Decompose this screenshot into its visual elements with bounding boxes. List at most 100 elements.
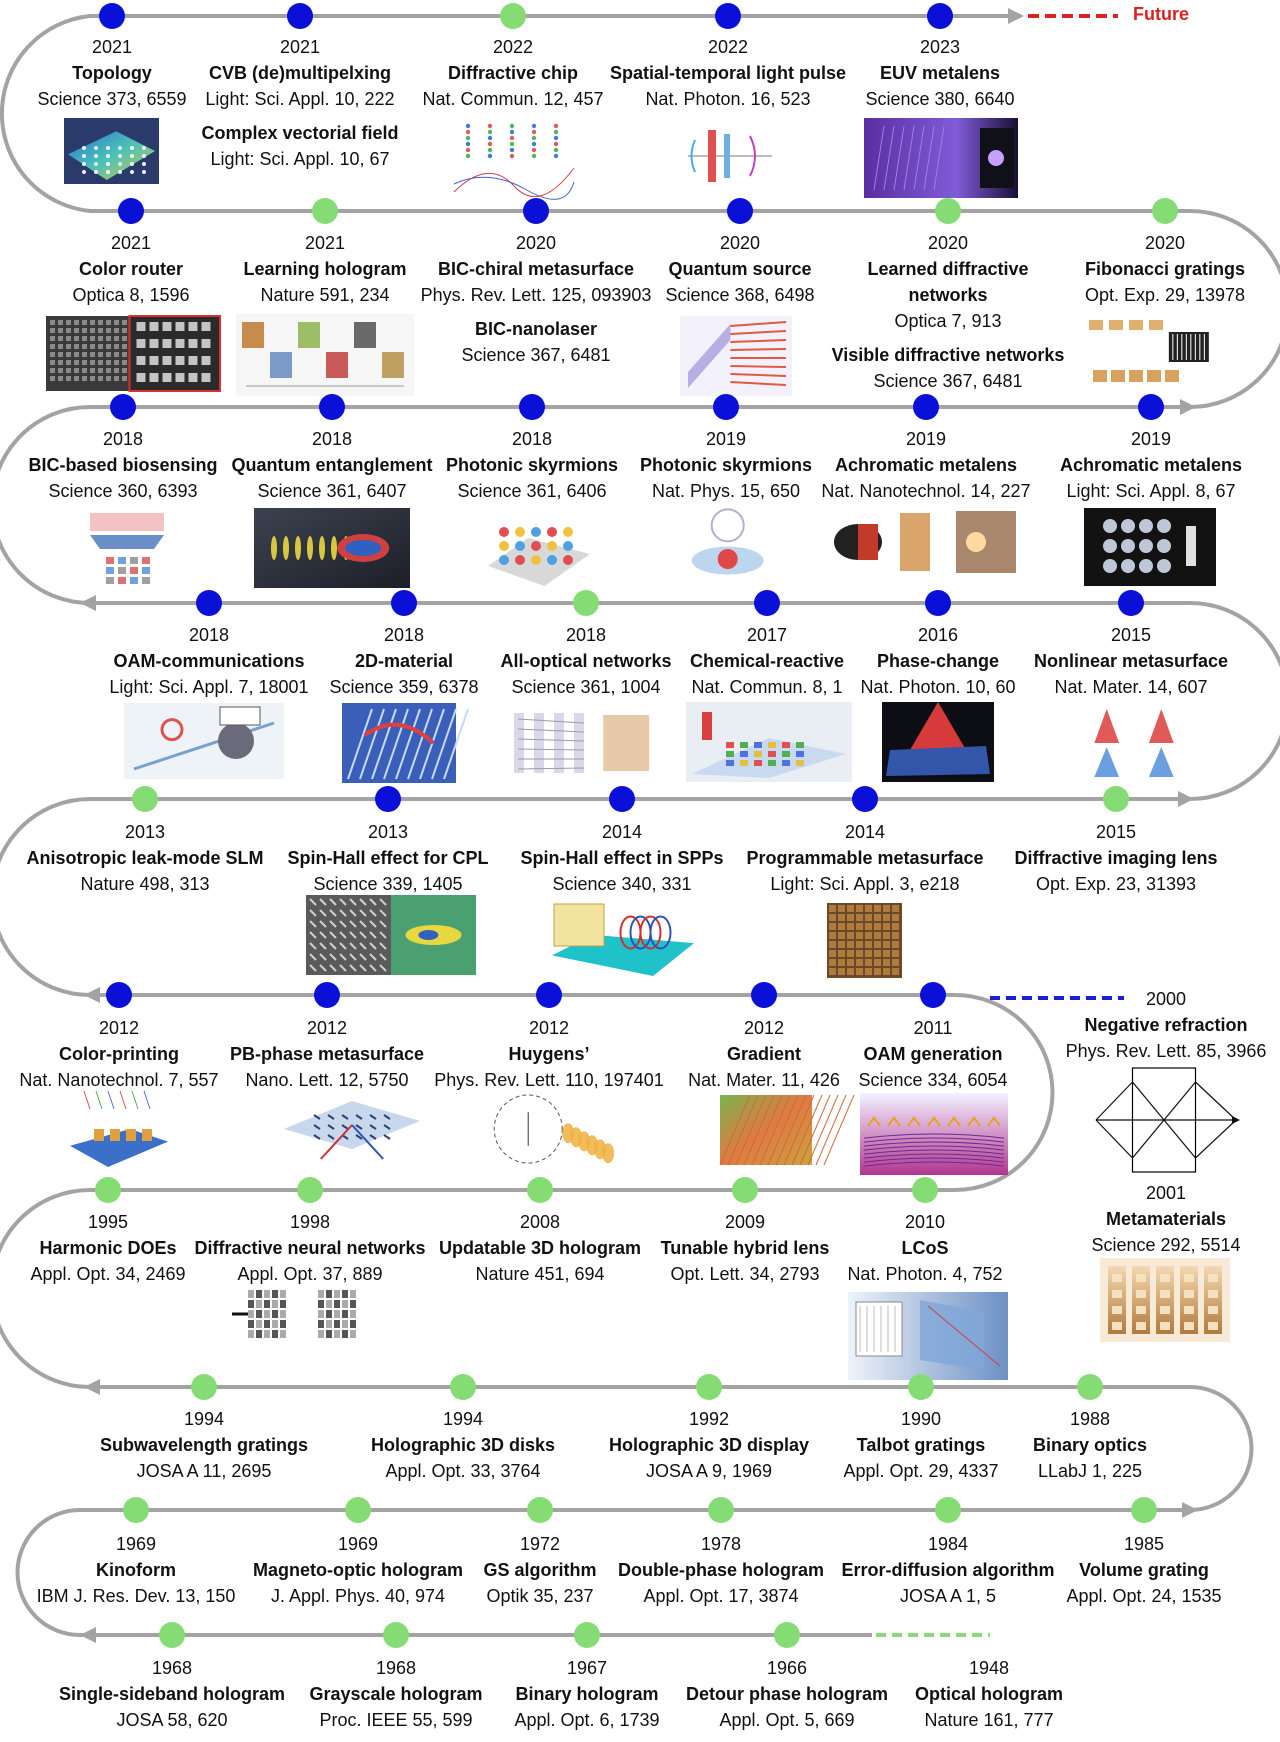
- track-arrow-row-2: [1180, 399, 1196, 415]
- event-title: LCoS: [901, 1238, 949, 1258]
- timeline-node-1969-8-1: [345, 1497, 371, 1523]
- event-year: 2015: [1110, 625, 1152, 645]
- event-ref: Nature 498, 313: [80, 874, 210, 894]
- event-ref: LLabJ 1, 225: [1037, 1461, 1143, 1481]
- timeline-node-1992-7-2: [696, 1374, 722, 1400]
- event-ref: Nat. Commun. 12, 457: [422, 89, 604, 109]
- event-ref: Nat. Mater. 11, 426: [688, 1070, 840, 1090]
- timeline-node-2018-3-2: [573, 590, 599, 616]
- event-title: Nonlinear metasurface: [1033, 651, 1229, 671]
- nonlinear-image: [1072, 703, 1196, 783]
- event-title: Spin-Hall effect in SPPs: [520, 848, 724, 868]
- event-year: 1994: [183, 1409, 225, 1429]
- event-year: 2009: [724, 1212, 766, 1232]
- event-ref: Appl. Opt. 5, 669: [719, 1710, 855, 1730]
- event-ref: Nat. Photon. 16, 523: [645, 89, 811, 109]
- event-year: 2008: [519, 1212, 561, 1232]
- timeline-node-2019-2-4: [913, 394, 939, 420]
- event-ref: Nature 591, 234: [260, 285, 390, 305]
- timeline-node-2020-1-2: [523, 198, 549, 224]
- event-title: EUV metalens: [879, 63, 1001, 83]
- event-year: 1968: [375, 1658, 417, 1678]
- event-title: Achromatic metalens: [1059, 455, 1243, 475]
- light-pulse-image: [680, 122, 780, 190]
- event-ref: Phys. Rev. Lett. 85, 3966: [1065, 1041, 1267, 1061]
- event-year: 2013: [367, 822, 409, 842]
- skyrmions-image-1: [484, 510, 594, 590]
- color-router-image: [46, 315, 221, 392]
- event-title: All-optical networks: [500, 651, 672, 671]
- oam-comm-image: [124, 703, 284, 779]
- event-ref: Appl. Opt. 37, 889: [237, 1264, 383, 1284]
- timeline-node-1984-8-4: [935, 1497, 961, 1523]
- future-label: Future: [1133, 4, 1189, 24]
- event-ref: Nature 161, 777: [924, 1710, 1054, 1730]
- event-title-2: Visible diffractive networks: [831, 345, 1065, 365]
- event-title: Huygens’: [508, 1044, 590, 1064]
- event-title: PB-phase metasurface: [229, 1044, 425, 1064]
- event-year: 1984: [927, 1534, 969, 1554]
- event-ref: Nat. Photon. 4, 752: [847, 1264, 1003, 1284]
- event-year: 2014: [601, 822, 643, 842]
- event-title: GS algorithm: [483, 1560, 597, 1580]
- event-title: Kinoform: [96, 1560, 176, 1580]
- event-ref: Science 359, 6378: [329, 677, 479, 697]
- event-title: Diffractive imaging lens: [1014, 848, 1218, 868]
- event-title: Chemical-reactive: [689, 651, 845, 671]
- event-ref: Light: Sci. Appl. 7, 18001: [109, 677, 309, 697]
- diffractive-chip-image: [450, 118, 578, 200]
- event-ref: Science 360, 6393: [48, 481, 198, 501]
- event-ref: Appl. Opt. 6, 1739: [514, 1710, 660, 1730]
- event-title: Spin-Hall effect for CPL: [287, 848, 489, 868]
- event-year: 1994: [442, 1409, 484, 1429]
- timeline-node-1967-9-2: [574, 1622, 600, 1648]
- track-loop-right-2: [1116, 601, 1280, 801]
- timeline-node-2012-5-3: [751, 982, 777, 1008]
- event-title: Quantum entanglement: [231, 455, 433, 475]
- event-title: Photonic skyrmions: [445, 455, 619, 475]
- event-ref: Science 368, 6498: [665, 285, 815, 305]
- timeline-node-2018-2-1: [319, 394, 345, 420]
- event-year: 2015: [1095, 822, 1137, 842]
- event-year: 1995: [87, 1212, 129, 1232]
- achromatic-image-2: [1084, 508, 1216, 586]
- event-ref-2: Science 367, 6481: [461, 345, 611, 365]
- event-year: 2022: [707, 37, 749, 57]
- timeline-node-2014-4-2: [609, 786, 635, 812]
- pb-phase-image: [274, 1085, 430, 1165]
- event-ref: Appl. Opt. 24, 1535: [1066, 1586, 1222, 1606]
- timeline-node-2018-2-2: [519, 394, 545, 420]
- lcos-image: [848, 1292, 1008, 1380]
- track-arrow-row-7: [84, 1379, 100, 1395]
- timeline-node-1994-7-1: [450, 1374, 476, 1400]
- event-title: Color-printing: [59, 1044, 179, 1064]
- timeline-nodes: [95, 3, 1178, 1648]
- event-title: Binary hologram: [515, 1684, 659, 1704]
- timeline-node-1998-6-1: [297, 1177, 323, 1203]
- event-title: Single-sideband hologram: [58, 1684, 286, 1704]
- event-year: 1988: [1069, 1409, 1111, 1429]
- event-title: Photonic skyrmions: [639, 455, 813, 475]
- track-arrow-row-5: [84, 987, 100, 1003]
- event-ref: Appl. Opt. 29, 4337: [843, 1461, 999, 1481]
- timeline-node-1966-9-3: [774, 1622, 800, 1648]
- event-year: 2019: [905, 429, 947, 449]
- event-ref: Appl. Opt. 33, 3764: [385, 1461, 541, 1481]
- event-ref: Light: Sci. Appl. 10, 222: [205, 89, 395, 109]
- event-year: 2021: [91, 37, 133, 57]
- event-year: 2018: [565, 625, 607, 645]
